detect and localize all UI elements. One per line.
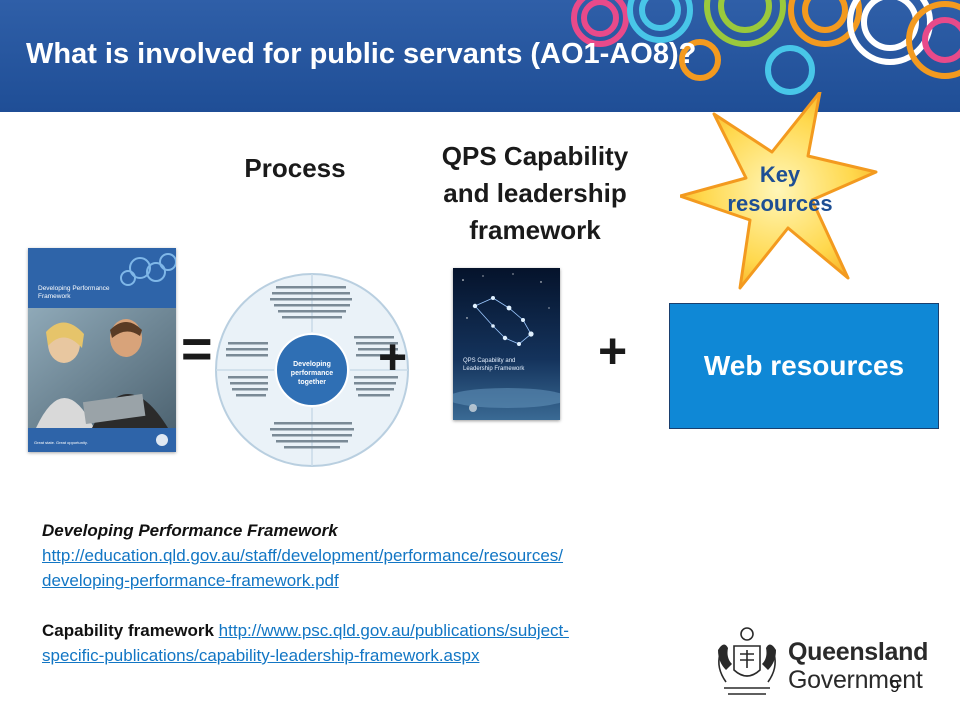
references-section: Developing Performance Framework http://…: [42, 518, 722, 668]
capability-reference-link-line1[interactable]: http://www.psc.qld.gov.au/publications/s…: [218, 621, 569, 640]
cover-title-line2: Framework: [38, 293, 71, 300]
equals-sign: =: [181, 319, 213, 379]
web-resources-label: Web resources: [703, 350, 905, 381]
capability-reference-link-line2[interactable]: specific-publications/capability-leaders…: [42, 646, 480, 665]
qps-cover-title-line1: QPS Capability and: [463, 358, 515, 364]
logo-text-queensland: Queensland: [788, 638, 929, 666]
logo-text-government: Government: [788, 666, 923, 694]
queensland-government-logo: Queensland Government: [714, 622, 928, 702]
qps-capability-framework-cover: QPS Capability and Leadership Framework: [453, 268, 560, 420]
wheel-center-line1: Developing: [293, 361, 331, 368]
document-cover-graphic: Developing Performance Framework Great s…: [28, 248, 176, 452]
wheel-center-line3: together: [298, 379, 326, 386]
wheel-center-line2: performance: [291, 370, 334, 377]
dpf-reference-link-line1[interactable]: http://education.qld.gov.au/staff/develo…: [42, 546, 564, 565]
process-label: Process: [244, 153, 346, 183]
dpf-reference-title: Developing Performance Framework: [42, 521, 338, 540]
cover-footer-text: Great state. Great opportunity.: [34, 440, 88, 445]
capability-reference: Capability framework http://www.psc.qld.…: [42, 618, 722, 668]
cover-title-line1: Developing Performance: [38, 285, 110, 292]
capability-reference-label: Capability framework: [42, 621, 219, 640]
developing-performance-framework-cover: Developing Performance Framework Great s…: [28, 248, 176, 452]
page-number: 9: [890, 677, 900, 696]
plus-sign-1: +: [378, 329, 408, 385]
key-resources-starburst-icon: [680, 92, 878, 290]
plus-sign-2: +: [598, 323, 628, 379]
header-band: What is involved for public servants (AO…: [0, 0, 960, 112]
slide-title: What is involved for public servants (AO…: [26, 38, 697, 70]
web-resources-button[interactable]: Web resources: [669, 303, 939, 429]
dpf-reference-link-block: http://education.qld.gov.au/staff/develo…: [42, 543, 722, 593]
qps-cover-graphic: QPS Capability and Leadership Framework: [453, 268, 560, 420]
qps-framework-label: QPS Capability and leadership framework: [441, 141, 629, 245]
key-resources-label: Key resources: [727, 162, 833, 216]
dpf-reference-link-line2[interactable]: developing-performance-framework.pdf: [42, 571, 339, 590]
qps-cover-title-line2: Leadership Framework: [463, 366, 525, 372]
process-wheel-diagram: Developing performance together: [215, 273, 409, 467]
queensland-crest-icon: [718, 627, 776, 695]
decorative-swirls-graphic: [571, 0, 960, 95]
